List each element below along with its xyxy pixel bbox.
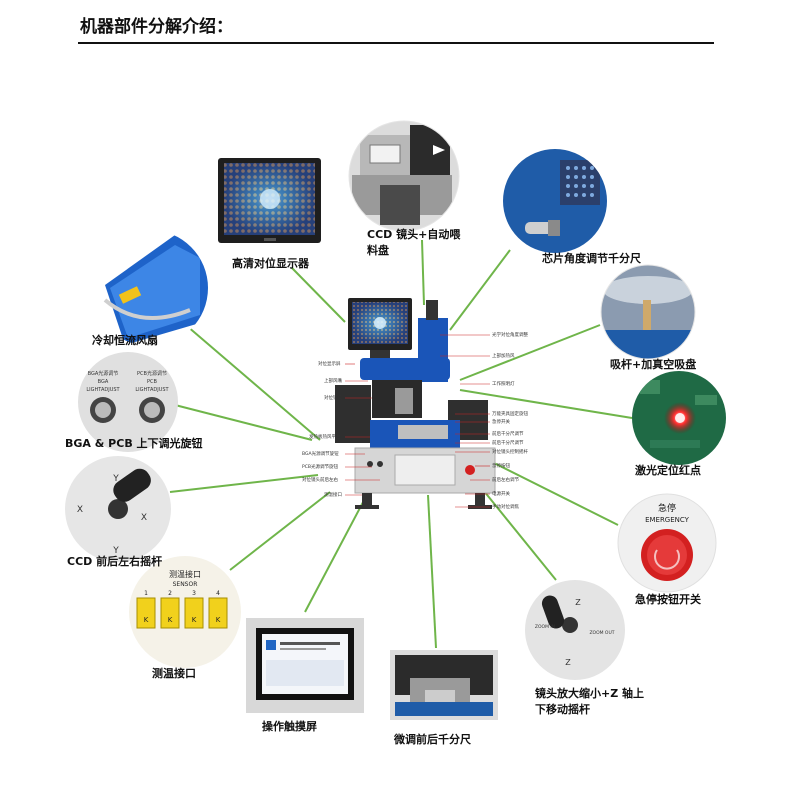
- label-laser: 激光定位红点: [635, 464, 701, 477]
- page-title: 机器部件分解介绍：: [80, 17, 233, 37]
- title-underline: [78, 42, 714, 44]
- knob-light-adjust-1: LIGHTADJUST: [86, 387, 120, 393]
- knob-pcb-text: PCB: [147, 379, 158, 385]
- label-ccd-joystick: CCD 前后左右摇杆: [67, 555, 163, 568]
- leader-fan: [179, 319, 321, 441]
- joy-x-right: X: [141, 513, 147, 523]
- knob-bga-light-text: BGA光源调节: [88, 370, 119, 377]
- label-zoom-joystick-2: 下移动摇杆: [535, 703, 590, 716]
- leader-zoom: [474, 479, 557, 581]
- callout-lines: [345, 334, 490, 508]
- label-ccd-head-1: CCD 镜头+自动喂: [367, 228, 461, 241]
- micro-adjust-photo: [390, 650, 498, 720]
- knob-photo: [78, 352, 178, 452]
- knob-photo-text: BGA光源调节 PCB光源调节 BGA PCB LIGHTADJUST LIGH…: [86, 370, 169, 393]
- leader-ccdjoy: [169, 474, 319, 493]
- zoom-in-text: ZOOM IN: [535, 624, 555, 630]
- ccd-joystick-text: Y Y X X: [77, 474, 147, 556]
- estop-cn-text: 急停: [658, 502, 676, 514]
- callout-left-6: 对位镜头前后左右: [302, 478, 338, 483]
- temp-k1: K: [144, 616, 149, 624]
- callout-left-5: PCB光源调节旋钮: [302, 465, 338, 470]
- joy-x-left: X: [77, 505, 83, 515]
- zoom-joystick-photo: [525, 580, 625, 680]
- callout-right-11: 手动对位调焦: [492, 505, 519, 510]
- callout-right-7: 对位镜头控制摇杆: [492, 450, 528, 455]
- label-fan: 冷却恒流风扇: [92, 334, 158, 347]
- label-monitor: 高清对位显示器: [232, 257, 309, 270]
- label-temp-port: 测温接口: [152, 667, 196, 680]
- laser-photo: [632, 371, 726, 465]
- chip-angle-photo: [503, 149, 607, 253]
- callout-left-1: 上部风嘴: [324, 379, 342, 384]
- label-touch-screen: 操作触摸屏: [262, 720, 317, 733]
- callout-left-0: 对位显示屏: [318, 362, 341, 367]
- leader-ccd: [421, 239, 425, 306]
- callout-left-7: 测温接口: [324, 493, 342, 498]
- callout-right-3: 万能夹具固定旋钮: [492, 412, 528, 417]
- callout-left-2: 对位镜头: [324, 396, 342, 401]
- temp-ch1: 1: [144, 590, 148, 597]
- ccd-joystick-photo: [65, 456, 171, 562]
- knob-pcb-light-text: PCB光源调节: [137, 370, 167, 377]
- temp-port-photo: [129, 556, 241, 668]
- monitor-photo: [218, 158, 321, 243]
- leader-temp: [229, 491, 331, 571]
- estop-en-text: EMERGENCY: [645, 516, 690, 524]
- label-suction: 吸杆+加真空吸盘: [610, 358, 697, 371]
- callout-right-10: 电源开关: [492, 492, 510, 497]
- joy-y-top: Y: [112, 474, 119, 484]
- callout-right-4: 急停开关: [492, 420, 510, 425]
- temp-sensor-text: SENSOR: [173, 581, 198, 588]
- temp-k2: K: [168, 616, 173, 624]
- leader-suction: [459, 324, 601, 381]
- label-zoom-joystick-1: 镜头放大缩小+Z 轴上: [535, 687, 645, 700]
- label-bga-pcb: BGA & PCB 上下调光旋钮: [65, 437, 203, 450]
- temp-ch4: 4: [216, 590, 220, 597]
- leader-monitor: [291, 267, 346, 323]
- temp-port-text: 测温接口 SENSOR 1 2 3 4 K K K K: [144, 569, 221, 624]
- temp-ch3: 3: [192, 590, 196, 597]
- callout-right-1: 上部加热风: [492, 354, 515, 359]
- label-micro-adjust: 微调前后千分尺: [394, 733, 471, 746]
- machine-photo: [335, 298, 496, 509]
- leader-estop: [487, 459, 619, 526]
- touch-screen-photo: [246, 618, 364, 713]
- temp-ch2: 2: [168, 590, 172, 597]
- leader-laser: [459, 389, 633, 419]
- leader-chip: [449, 249, 511, 331]
- temp-k4: K: [216, 616, 221, 624]
- estop-text: 急停 EMERGENCY: [645, 502, 690, 524]
- callout-right-2: 工作照明灯: [492, 382, 515, 387]
- callout-right-8: 急停按钮: [492, 464, 510, 469]
- knob-light-adjust-2: LIGHTADJUST: [135, 387, 169, 393]
- callout-right-5: 前后千分尺调节: [492, 432, 524, 437]
- callout-left-4: BGA光源调节旋钮: [302, 452, 339, 457]
- callout-left-3: 发热板热风平台: [309, 435, 341, 440]
- zoom-joystick-text: Z Z ZOOM IN ZOOM OUT: [535, 598, 615, 667]
- label-chip-angle: 芯片角度调节千分尺: [542, 252, 641, 265]
- fan-photo: [92, 230, 208, 346]
- zoom-z-bottom: Z: [565, 658, 571, 667]
- zoom-z-top: Z: [575, 598, 581, 607]
- temp-title-text: 测温接口: [169, 569, 201, 579]
- zoom-out-text: ZOOM OUT: [589, 630, 614, 636]
- callout-right-6: 前后千分尺调节: [492, 441, 524, 446]
- ccd-head-photo: [349, 121, 459, 231]
- temp-k3: K: [192, 616, 197, 624]
- callout-right-0: 光学对位角度调整: [492, 333, 528, 338]
- leader-knob: [174, 404, 313, 441]
- joy-y-bottom: Y: [112, 546, 119, 556]
- knob-bga-text: BGA: [98, 379, 109, 385]
- label-ccd-head-2: 料盘: [367, 244, 389, 257]
- callout-right-9: 前后左右调节: [492, 478, 519, 483]
- leader-micro: [427, 494, 437, 649]
- estop-photo: [618, 494, 716, 592]
- label-emergency: 急停按钮开关: [635, 593, 701, 606]
